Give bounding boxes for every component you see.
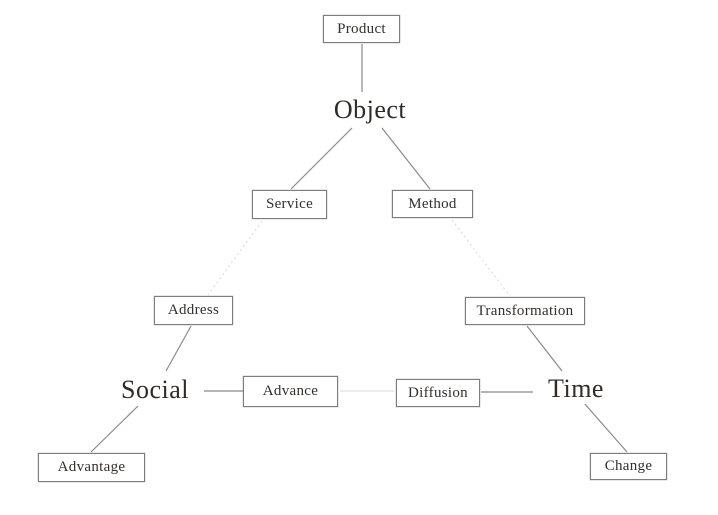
node-object: Object bbox=[330, 95, 410, 125]
node-address: Address bbox=[154, 296, 233, 325]
edge-time-change bbox=[583, 402, 628, 453]
edge-object-service bbox=[290, 127, 353, 190]
node-change: Change bbox=[590, 453, 667, 480]
edge-method-transformation bbox=[451, 219, 511, 297]
node-social: Social bbox=[118, 375, 192, 405]
edge-transformation-time bbox=[526, 325, 563, 372]
node-time: Time bbox=[545, 374, 607, 404]
edge-service-address bbox=[207, 220, 263, 296]
node-service: Service bbox=[252, 190, 327, 219]
edge-address-social bbox=[165, 325, 192, 372]
node-transformation: Transformation bbox=[465, 297, 585, 325]
node-method: Method bbox=[392, 190, 473, 218]
node-product: Product bbox=[323, 15, 400, 43]
node-advantage: Advantage bbox=[38, 453, 145, 482]
edge-social-advantage bbox=[90, 405, 139, 453]
edge-object-method bbox=[381, 127, 431, 190]
node-advance: Advance bbox=[243, 376, 338, 407]
node-diffusion: Diffusion bbox=[396, 379, 480, 407]
